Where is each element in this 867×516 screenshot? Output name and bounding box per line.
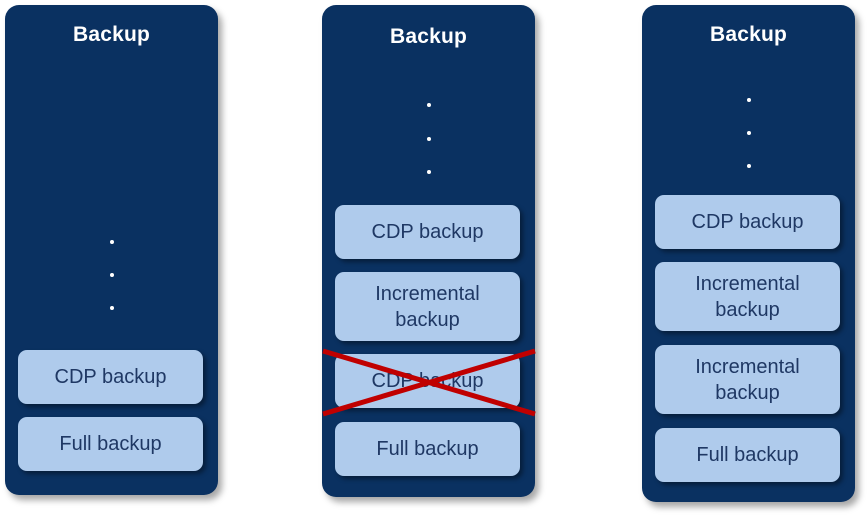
ellipsis-dot	[427, 103, 431, 107]
ellipsis-dot	[110, 306, 114, 310]
backup-item-box[interactable]: CDP backup	[335, 205, 520, 259]
panel-title-left: Backup	[72, 23, 151, 46]
backup-panel-left: Backup CDP backup Full backup	[5, 5, 218, 495]
ellipsis-dot	[427, 170, 431, 174]
backup-item-box[interactable]: CDP backup	[655, 195, 840, 249]
backup-item-box[interactable]: Incremental backup	[655, 345, 840, 414]
backup-item-box[interactable]: Full backup	[655, 428, 840, 482]
backup-item-box[interactable]: CDP backup	[18, 350, 203, 404]
ellipsis-dot	[747, 131, 751, 135]
backup-item-box[interactable]: Incremental backup	[335, 272, 520, 341]
backup-item-box[interactable]: Full backup	[335, 422, 520, 476]
backup-item-box[interactable]: Incremental backup	[655, 262, 840, 331]
ellipsis-dot	[110, 240, 114, 244]
panel-title-middle: Backup	[389, 25, 468, 48]
backup-panel-right: Backup CDP backup Incremental backup Inc…	[642, 5, 855, 502]
ellipsis-dot	[747, 164, 751, 168]
ellipsis-dot	[747, 98, 751, 102]
backup-panel-middle: Backup CDP backup Incremental backup CDP…	[322, 5, 535, 497]
backup-item-box[interactable]: Full backup	[18, 417, 203, 471]
ellipsis-dot	[427, 137, 431, 141]
ellipsis-dot	[110, 273, 114, 277]
panel-title-right: Backup	[709, 23, 788, 46]
backup-item-box-removed[interactable]: CDP backup	[335, 354, 520, 408]
